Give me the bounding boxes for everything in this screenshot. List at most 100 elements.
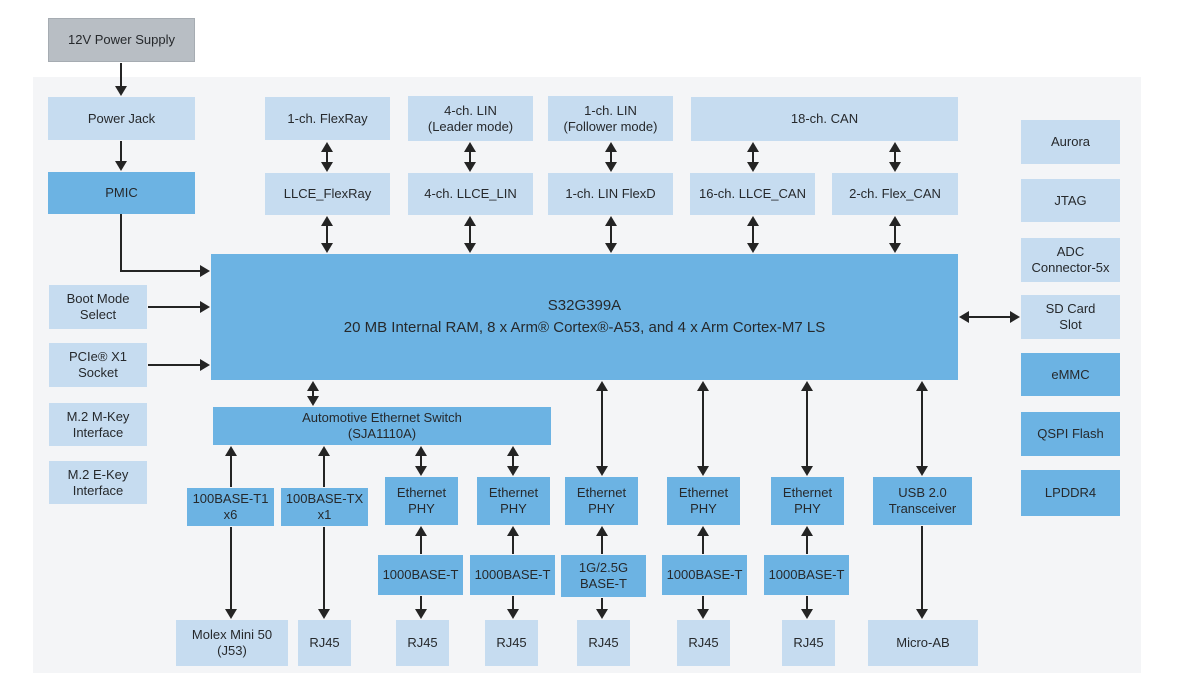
node-ethernet-phy-2: Ethernet PHY bbox=[477, 477, 550, 525]
node-1000base-t-3: 1000BASE-T bbox=[662, 555, 747, 595]
node-qspi-flash: QSPI Flash bbox=[1021, 412, 1120, 456]
flow-line bbox=[806, 389, 808, 468]
flow-line bbox=[512, 596, 514, 611]
node-1000base-t-2: 1000BASE-T bbox=[470, 555, 555, 595]
flow-line bbox=[752, 150, 754, 164]
arrowhead-up-icon bbox=[747, 142, 759, 152]
node-m2-m-key: M.2 M-Key Interface bbox=[49, 403, 147, 446]
node-boot-mode-select: Boot Mode Select bbox=[49, 285, 147, 329]
flow-line bbox=[326, 150, 328, 164]
flow-line bbox=[894, 150, 896, 164]
node-llce-lin-4ch: 4-ch. LLCE_LIN bbox=[408, 173, 533, 215]
arrowhead-up-icon bbox=[415, 526, 427, 536]
node-ethernet-switch: Automotive Ethernet Switch (SJA1110A) bbox=[213, 407, 551, 445]
node-100base-tx-x1: 100BASE-TX x1 bbox=[281, 488, 368, 526]
node-usb2-transceiver: USB 2.0 Transceiver bbox=[873, 477, 972, 525]
flow-line bbox=[230, 527, 232, 611]
node-llce-flexray: LLCE_FlexRay bbox=[265, 173, 390, 215]
node-rj45-5: RJ45 bbox=[677, 620, 730, 666]
node-ethernet-phy-3: Ethernet PHY bbox=[565, 477, 638, 525]
arrowhead-down-icon bbox=[225, 609, 237, 619]
node-aurora: Aurora bbox=[1021, 120, 1120, 164]
flow-line bbox=[230, 454, 232, 487]
arrowhead-up-icon bbox=[596, 526, 608, 536]
chip-title: S32G399A bbox=[547, 297, 622, 315]
arrowhead-down-icon bbox=[596, 609, 608, 619]
node-1000base-t-1: 1000BASE-T bbox=[378, 555, 463, 595]
arrowhead-right-icon bbox=[200, 265, 210, 277]
arrowhead-down-icon bbox=[747, 162, 759, 172]
flow-line bbox=[702, 534, 704, 554]
arrowhead-up-icon bbox=[464, 216, 476, 226]
arrowhead-up-icon bbox=[307, 381, 319, 391]
node-s32g399a-chip: S32G399A 20 MB Internal RAM, 8 x Arm® Cor… bbox=[211, 254, 958, 380]
flow-line bbox=[148, 306, 202, 308]
flow-line bbox=[702, 596, 704, 611]
arrowhead-up-icon bbox=[605, 216, 617, 226]
flow-line bbox=[512, 534, 514, 554]
node-adc-connector-5x: ADC Connector-5x bbox=[1021, 238, 1120, 282]
flow-line bbox=[601, 598, 603, 611]
flow-line bbox=[512, 454, 514, 468]
arrowhead-down-icon bbox=[697, 466, 709, 476]
arrowhead-up-icon bbox=[697, 381, 709, 391]
node-rj45-4: RJ45 bbox=[577, 620, 630, 666]
arrowhead-right-icon bbox=[200, 301, 210, 313]
node-rj45-1: RJ45 bbox=[298, 620, 351, 666]
arrowhead-down-icon bbox=[801, 609, 813, 619]
arrowhead-up-icon bbox=[225, 446, 237, 456]
flow-line bbox=[601, 534, 603, 554]
node-power-jack: Power Jack bbox=[48, 97, 195, 140]
arrowhead-down-icon bbox=[115, 86, 127, 96]
arrowhead-up-icon bbox=[889, 142, 901, 152]
flow-line bbox=[967, 316, 1012, 318]
node-ethernet-phy-1: Ethernet PHY bbox=[385, 477, 458, 525]
arrowhead-up-icon bbox=[801, 526, 813, 536]
arrowhead-down-icon bbox=[596, 466, 608, 476]
flow-line bbox=[420, 596, 422, 611]
node-emmc: eMMC bbox=[1021, 353, 1120, 396]
arrowhead-up-icon bbox=[916, 381, 928, 391]
flow-line bbox=[469, 150, 471, 164]
node-ethernet-phy-4: Ethernet PHY bbox=[667, 477, 740, 525]
flow-line bbox=[610, 150, 612, 164]
flow-line bbox=[323, 527, 325, 611]
arrowhead-up-icon bbox=[321, 216, 333, 226]
arrowhead-up-icon bbox=[464, 142, 476, 152]
arrowhead-down-icon bbox=[889, 162, 901, 172]
arrowhead-down-icon bbox=[415, 609, 427, 619]
arrowhead-down-icon bbox=[801, 466, 813, 476]
node-1000base-t-4: 1000BASE-T bbox=[764, 555, 849, 595]
arrowhead-down-icon bbox=[318, 609, 330, 619]
node-flexray-1ch: 1-ch. FlexRay bbox=[265, 97, 390, 140]
arrowhead-down-icon bbox=[697, 609, 709, 619]
arrowhead-up-icon bbox=[697, 526, 709, 536]
arrowhead-down-icon bbox=[747, 243, 759, 253]
arrowhead-down-icon bbox=[889, 243, 901, 253]
arrowhead-down-icon bbox=[115, 161, 127, 171]
node-rj45-6: RJ45 bbox=[782, 620, 835, 666]
node-lin-1ch-follower: 1-ch. LIN (Follower mode) bbox=[548, 96, 673, 141]
node-rj45-2: RJ45 bbox=[396, 620, 449, 666]
flow-line bbox=[702, 389, 704, 468]
chip-subtitle: 20 MB Internal RAM, 8 x Arm® Cortex®-A53… bbox=[343, 318, 826, 336]
node-lin-4ch-leader: 4-ch. LIN (Leader mode) bbox=[408, 96, 533, 141]
flow-line bbox=[148, 364, 202, 366]
arrowhead-down-icon bbox=[507, 609, 519, 619]
flow-line bbox=[420, 534, 422, 554]
node-can-18ch: 18-ch. CAN bbox=[691, 97, 958, 141]
node-sd-card-slot: SD Card Slot bbox=[1021, 295, 1120, 339]
arrowhead-up-icon bbox=[605, 142, 617, 152]
arrowhead-up-icon bbox=[318, 446, 330, 456]
flow-line bbox=[610, 224, 612, 245]
arrowhead-left-icon bbox=[959, 311, 969, 323]
node-ethernet-phy-5: Ethernet PHY bbox=[771, 477, 844, 525]
flow-line bbox=[601, 389, 603, 468]
flow-line bbox=[806, 534, 808, 554]
node-jtag: JTAG bbox=[1021, 179, 1120, 222]
node-lin-flexd-1ch: 1-ch. LIN FlexD bbox=[548, 173, 673, 215]
flow-line bbox=[120, 141, 122, 163]
flow-line bbox=[120, 63, 122, 88]
flow-line bbox=[894, 224, 896, 245]
